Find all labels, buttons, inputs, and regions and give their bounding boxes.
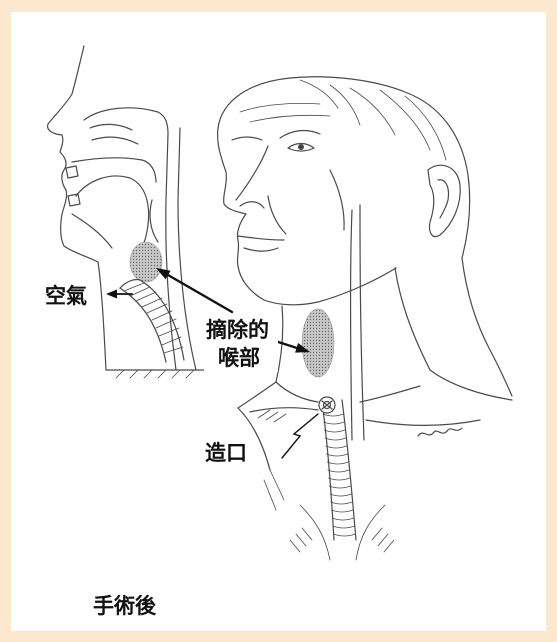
forehead-wrinkles	[240, 103, 330, 122]
ear	[428, 165, 460, 236]
hard-palate	[72, 158, 156, 182]
trachea-ring	[327, 462, 348, 464]
trachea-ring	[328, 470, 349, 472]
sagittal-trachea-tube	[120, 279, 184, 362]
trachea-ring	[330, 494, 351, 496]
right-eyebrow	[280, 131, 320, 138]
nasal-turbinate	[90, 124, 132, 130]
stoma-pointer	[282, 414, 318, 458]
pupil	[299, 145, 304, 150]
trachea-ring	[325, 438, 346, 440]
trachea-ring	[331, 510, 353, 512]
trachea-ring	[329, 486, 350, 488]
mouth	[238, 236, 284, 240]
spine-front-line	[178, 128, 196, 370]
tongue	[76, 176, 149, 256]
face-profile-front	[218, 128, 318, 305]
sagittal-trachea-rings	[124, 283, 183, 353]
air-flow-arrow	[106, 290, 132, 299]
trachea-ring	[324, 430, 344, 432]
trachea-ring	[326, 446, 347, 448]
lower-teeth	[68, 194, 80, 206]
stoma-label: 造口	[205, 441, 247, 465]
trachea-ring	[334, 534, 356, 536]
removed-larynx-label-line1: 摘除的	[206, 318, 269, 342]
section-base-hatching	[116, 370, 194, 378]
lower-lip	[244, 248, 278, 251]
left-eyebrow	[232, 137, 262, 140]
artist-signature	[418, 428, 462, 436]
removed-larynx-label-line2: 喉部	[218, 346, 260, 370]
neck-larynx-shaded-area	[302, 309, 334, 377]
trachea-ring	[324, 422, 344, 424]
trachea-ring	[333, 526, 355, 528]
sagittal-head-section	[48, 46, 206, 378]
trachea-ring	[332, 518, 354, 520]
arrow-to-sagittal-larynx	[156, 268, 232, 312]
collar-and-clavicles	[238, 382, 480, 470]
nostril	[240, 202, 264, 208]
trachea-ring	[331, 502, 352, 504]
nasal-turbinate	[92, 137, 138, 144]
air-label: 空氣	[45, 284, 87, 308]
epiglottis-line	[150, 200, 158, 242]
back-of-neck	[462, 258, 512, 396]
nasal-roof	[84, 108, 168, 134]
nose-line	[236, 146, 268, 200]
posterior-pharynx-wall	[166, 134, 176, 370]
trachea-ring	[329, 478, 350, 480]
neck-trachea	[322, 400, 356, 540]
trachea-ring	[327, 454, 348, 456]
stoma-opening	[319, 397, 335, 413]
cheek-line	[330, 170, 344, 230]
hair-strokes	[300, 80, 446, 160]
jawline	[318, 268, 396, 302]
upper-teeth	[66, 166, 78, 178]
caption-after-surgery: 手術後	[93, 594, 157, 618]
lower-jaw	[72, 214, 112, 248]
sagittal-larynx-shaded-area	[130, 242, 162, 282]
trachea-ring	[323, 414, 343, 416]
nasolabial-fold	[268, 196, 286, 234]
face-profile	[48, 46, 106, 370]
ear-inner	[438, 180, 449, 218]
